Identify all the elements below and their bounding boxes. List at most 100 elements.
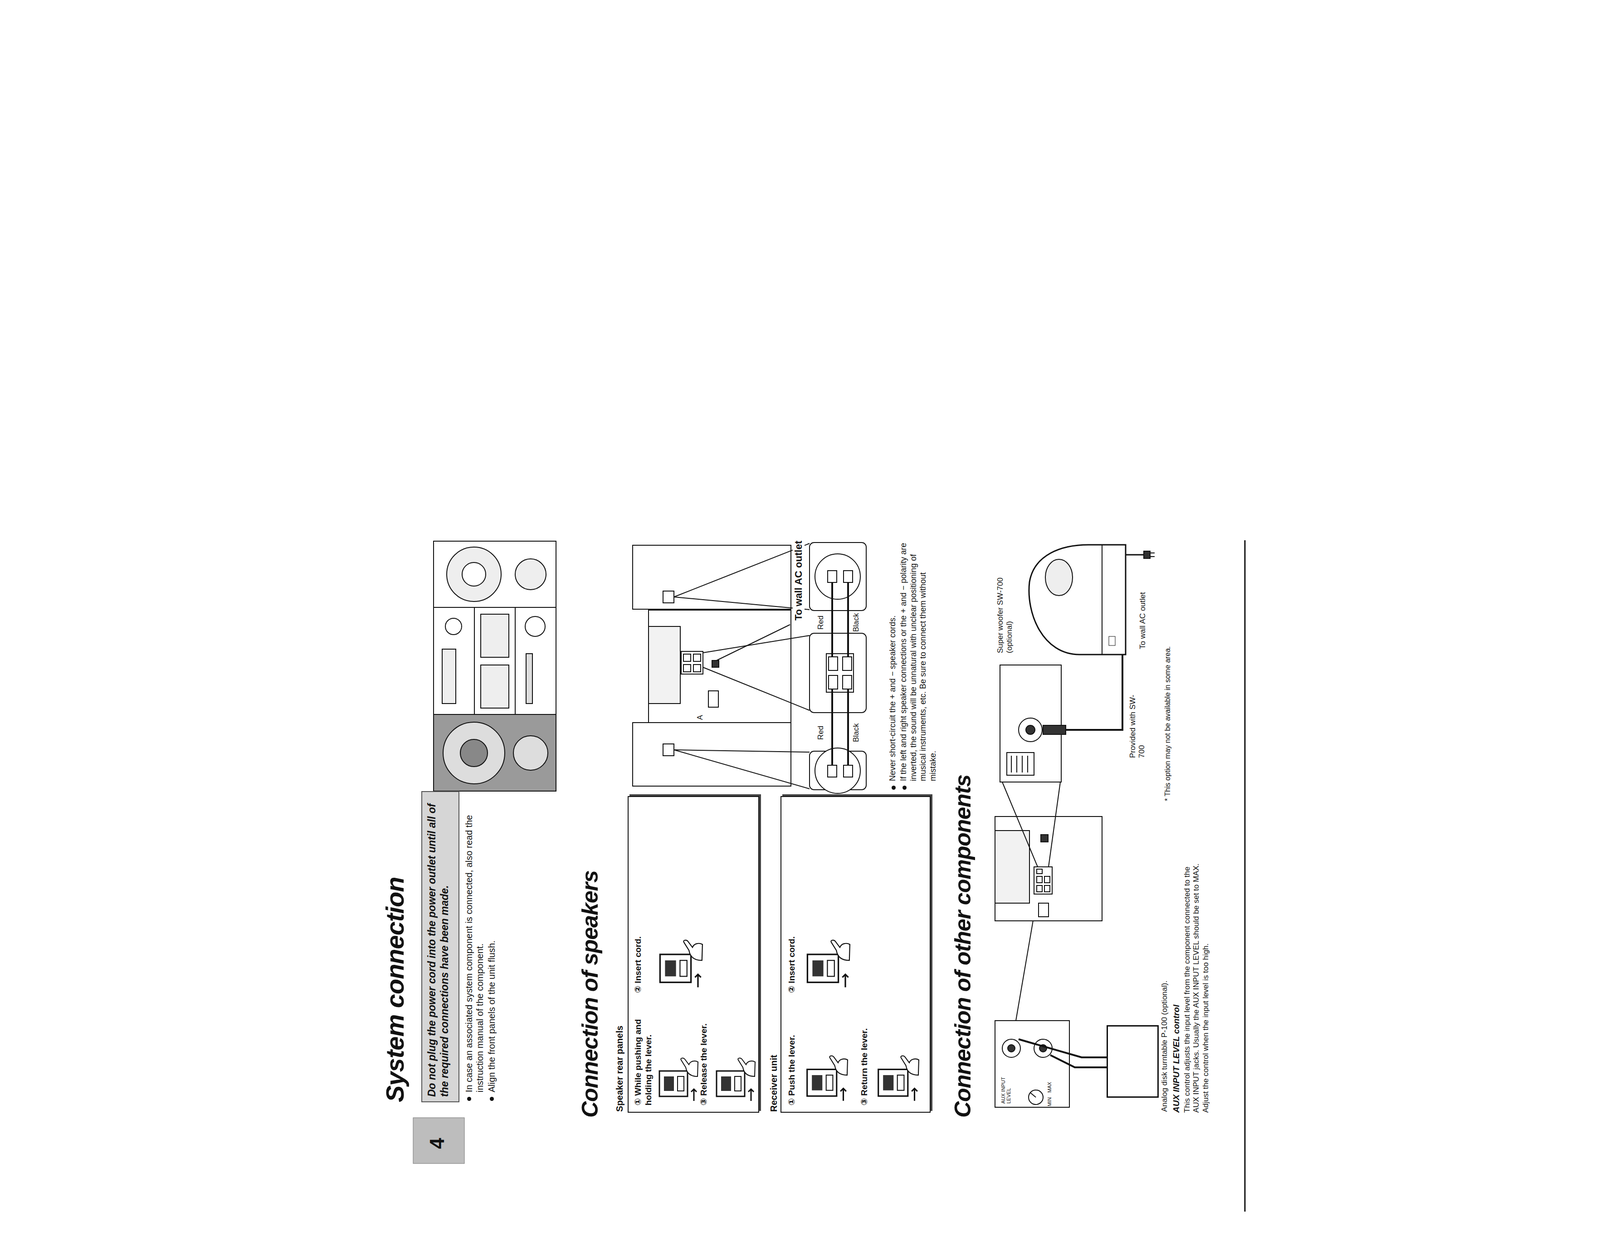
component-connection-illustration	[1036, 885, 1043, 892]
component-label: Analog disk turntable P-100 (optional).	[1160, 912, 1170, 1112]
component-connection-illustration	[1021, 755, 1023, 773]
speaker-wiring-illustration	[827, 765, 837, 777]
text-layer: System connection Do not plug the power c…	[367, 531, 1257, 1212]
control-description: This control adjusts the input level fro…	[1182, 858, 1211, 1113]
speaker-wiring-illustration	[663, 743, 674, 756]
wire-color: Black	[851, 612, 861, 632]
step-text: ① While pushing and holding the lever.	[633, 1007, 654, 1106]
speaker-wiring-illustration	[683, 664, 691, 672]
component-connection-illustration	[1000, 664, 1062, 782]
speaker-wiring-illustration	[702, 667, 810, 711]
lever-illustration	[878, 1055, 919, 1101]
warning-box: Do not plug the power cord into the powe…	[421, 790, 460, 1103]
speaker-wiring-illustration	[673, 596, 810, 610]
speaker-wiring-illustration	[673, 543, 810, 597]
system-front-illustration	[433, 541, 557, 791]
speaker-wiring-illustration	[831, 688, 834, 766]
component-connection-illustration	[1027, 755, 1029, 773]
panel-label: AUX INPUT LEVEL	[1000, 1067, 1012, 1104]
turntable-box: Analog disk turntable P-100 (optional).	[1107, 1025, 1159, 1098]
system-front-illustration	[515, 558, 547, 590]
speaker-wiring-illustration	[673, 749, 810, 789]
system-front-illustration	[460, 739, 488, 767]
component-connection-illustration	[1043, 725, 1066, 735]
speaker-wiring-illustration	[847, 582, 849, 657]
page-rule	[1244, 540, 1246, 1212]
panel-label: MAX	[1046, 1081, 1053, 1093]
system-front-illustration	[446, 546, 502, 602]
subwoofer-body	[1029, 544, 1126, 655]
speaker-wiring-illustration	[632, 545, 791, 610]
component-connection-illustration	[1150, 552, 1155, 554]
speaker-wiring-illustration	[632, 542, 867, 794]
subwoofer: Super woofer SW-700 (optional)	[1020, 541, 1134, 664]
step-text: ① Push the lever.	[786, 1007, 798, 1106]
speaker-wiring-illustration	[663, 590, 674, 603]
speaker-wiring-illustration	[843, 570, 853, 583]
speaker-wiring-illustration	[828, 656, 838, 671]
speaker-wiring-illustration	[814, 747, 861, 794]
component-connection-illustration	[1036, 876, 1043, 883]
component-connection-illustration	[1025, 725, 1035, 735]
speaker-wiring-illustration	[809, 633, 867, 713]
speaker-wiring-illustration	[648, 609, 791, 723]
section-tab	[413, 1117, 465, 1164]
lever-illustration	[659, 1058, 698, 1101]
system-front-illustration	[433, 541, 557, 608]
system-front-illustration	[462, 562, 486, 586]
speaker-wiring-illustration	[702, 635, 810, 653]
lever-illustration	[807, 940, 850, 988]
terminal-label: A	[695, 714, 705, 720]
component-connection-illustration	[1044, 876, 1050, 883]
page-title: System connection	[379, 877, 410, 1103]
speaker-wiring-illustration	[693, 664, 701, 672]
component-connection-illustration	[1125, 554, 1144, 556]
speaker-wiring-illustration	[814, 553, 861, 600]
warning-text: Do not plug the power cord into the powe…	[425, 796, 451, 1097]
component-connection-illustration	[1028, 1089, 1044, 1105]
lever-illustration	[659, 940, 703, 988]
subwoofer-switch	[1108, 636, 1116, 646]
section-heading: Connection of other components	[949, 774, 977, 1118]
system-front-illustration	[526, 653, 533, 704]
speaker-wiring-illustration	[842, 675, 852, 689]
wire-color: Black	[851, 722, 861, 742]
component-connection-illustration	[1002, 1039, 1021, 1058]
subwoofer-port	[1045, 559, 1073, 596]
component-connection-illustration	[1016, 755, 1018, 773]
component-connection-illustration	[1038, 902, 1049, 917]
bullet-note: Align the front panels of the unit flush…	[486, 789, 498, 1103]
component-connection-illustration	[1107, 1025, 1159, 1098]
control-heading: AUX INPUT LEVEL control	[1171, 1004, 1182, 1113]
component-connection-illustration	[1006, 752, 1035, 776]
system-front-illustration	[433, 607, 475, 715]
component-connection-illustration	[1143, 551, 1151, 559]
component-connection-illustration	[1007, 1044, 1015, 1052]
speaker-wiring-illustration	[847, 688, 849, 766]
component-connection-illustration	[1036, 868, 1043, 874]
step-text: ③ Return the lever.	[859, 1000, 870, 1106]
component-connection-illustration	[1010, 755, 1012, 773]
subwoofer-band	[1101, 544, 1103, 655]
component-connection-illustration	[1002, 781, 1038, 867]
component-connection-illustration	[1018, 1039, 1108, 1058]
lever-illustration	[807, 1055, 848, 1101]
component-connection-illustration	[1044, 885, 1050, 892]
subwoofer-shape	[1020, 541, 1134, 664]
footnote: * This option may not be available in so…	[1163, 646, 1172, 801]
speaker-wiring-illustration	[648, 626, 681, 704]
bullet-note: If the left and right speaker connection…	[898, 540, 938, 791]
page-rule	[1244, 540, 1246, 1212]
step-text: ③ Release the lever.	[698, 1000, 710, 1106]
component-connection-illustration	[995, 1020, 1070, 1108]
speaker-wiring-illustration	[809, 542, 867, 611]
speaker-wiring-illustration	[828, 675, 838, 689]
component-connection-illustration	[1034, 866, 1053, 894]
box-heading: Receiver unit	[768, 1054, 780, 1112]
bullet-note: In case an associated system component i…	[463, 789, 486, 1103]
step-text: ② Insert cord.	[633, 902, 644, 993]
system-front-illustration	[445, 618, 462, 635]
component-connection-illustration	[995, 816, 1103, 921]
section-tab	[413, 1117, 465, 1164]
speaker-wiring-illustration	[831, 582, 834, 657]
